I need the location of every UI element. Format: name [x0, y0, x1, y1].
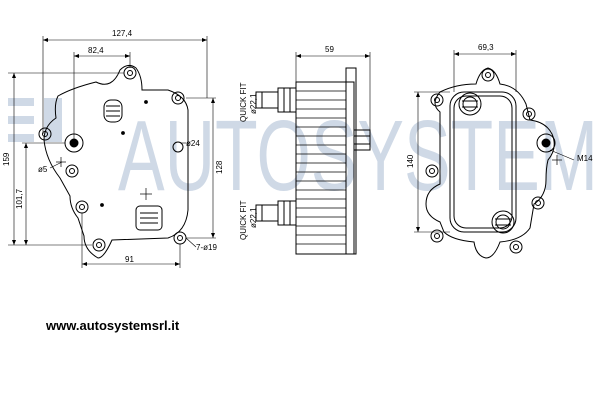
bolt-hole: [38, 127, 52, 141]
quick-fit-top-dia: ø22,1: [249, 93, 258, 114]
dim-width-total: 127,4: [112, 29, 133, 38]
dim-height-total: 159: [2, 152, 11, 166]
back-view-labels: 69,3 140 M14: [406, 43, 593, 168]
lower-rect-port: [135, 205, 163, 231]
bolt-hole: [509, 240, 523, 254]
bolt-hole: [173, 231, 187, 245]
quick-fit-top-label: QUICK FIT: [239, 82, 248, 122]
back-view-outline: [425, 67, 555, 259]
cooling-fins: [296, 90, 346, 245]
bolt-hole: [430, 93, 444, 107]
bolt-hole: [123, 66, 137, 80]
bolt-hole: [425, 164, 439, 178]
lower-port: [491, 210, 515, 234]
dim-back-height: 140: [406, 154, 415, 168]
dim-port-dia: ø24: [186, 139, 200, 148]
bolt-hole: [481, 68, 495, 82]
quick-fit-top: [255, 87, 297, 113]
bolt-hole: [430, 229, 444, 243]
inner-plate: [449, 91, 517, 233]
quick-fit-bottom: [255, 200, 297, 226]
bolt-hole: [531, 196, 545, 210]
quick-fit-bottom-dia: ø22,1: [249, 207, 258, 228]
front-view-labels: 127,4 82,4 159 101,7 128 91 ø24 ø5 7-ø19: [2, 29, 224, 264]
dim-bottom-width: 91: [125, 255, 134, 264]
quick-fit-bottom-label: QUICK FIT: [239, 200, 248, 240]
center-stud: [353, 129, 371, 151]
bolt-hole: [171, 91, 185, 105]
website-url: www.autosystemsrl.it: [46, 318, 180, 333]
bolt-hole: [522, 107, 536, 121]
port-circle: [172, 141, 184, 153]
dim-bolt-holes: 7-ø19: [196, 243, 217, 252]
mounting-flange: [345, 67, 357, 255]
threaded-boss: [536, 133, 556, 153]
upper-oval-port: [103, 99, 123, 123]
front-view: [8, 36, 216, 268]
side-view: [255, 52, 371, 255]
back-view: [414, 50, 575, 259]
dim-depth: 59: [325, 45, 334, 54]
cooler-body: [295, 81, 355, 255]
dim-thread: M14: [577, 154, 593, 163]
dim-back-width: 69,3: [478, 43, 494, 52]
bolt-hole: [92, 238, 106, 252]
dim-height-ports: 128: [215, 160, 224, 174]
front-view-outline: [43, 64, 189, 259]
dim-height-center: 101,7: [15, 188, 24, 209]
upper-port: [458, 92, 482, 116]
bolt-hole: [65, 164, 79, 178]
watermark: AUTOSYSTEM: [8, 98, 598, 212]
bolt-hole: [75, 200, 89, 214]
dim-width-inner: 82,4: [88, 46, 104, 55]
watermark-text: AUTOSYSTEM: [118, 100, 598, 212]
side-view-labels: 59 QUICK FIT ø22,1 QUICK FIT ø22,1: [239, 45, 334, 240]
dim-small-hole: ø5: [38, 165, 48, 174]
